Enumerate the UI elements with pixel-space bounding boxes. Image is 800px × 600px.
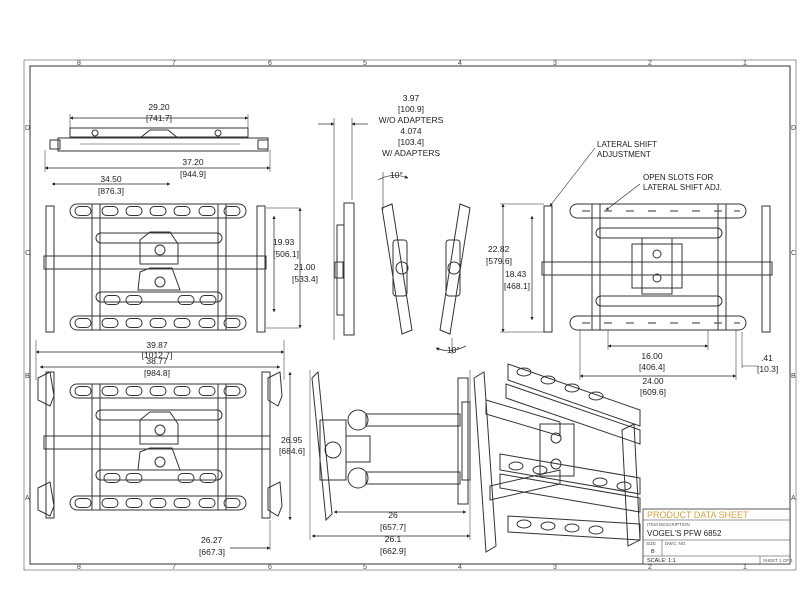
dim-depth-no-adapters-mm: [100.9] [398, 104, 424, 114]
zone-col: 5 [363, 60, 367, 67]
note-open-slots-2: LATERAL SHIFT ADJ. [643, 183, 722, 192]
dim-lateral-rail-mm: [468.1] [504, 281, 530, 291]
side-view-extended-dims: 26.95 [684.6] 26 [657.7] 26.1 [662.9] [279, 371, 471, 556]
dim-max-width-mm: [1012.7] [142, 350, 173, 360]
front-view-extended-dims: 39.87 [1012.7] 38.77 [984.8] 26.27 [667.… [35, 340, 285, 557]
note-lateral-shift: LATERAL SHIFT [597, 140, 657, 149]
dim-overall-width: 37.20 [182, 157, 204, 167]
front-view-lateral-dims: 22.82 [579.6] 18.43 [468.1] 16.00 [406.4… [486, 203, 778, 397]
side-view-extended [309, 370, 471, 540]
side-profile-tilt-up [377, 172, 413, 335]
dim-rail-height-mm: [506.1] [273, 249, 299, 259]
dim-extended-height-mm: [684.6] [279, 446, 305, 456]
dim-offset-mm: [667.3] [199, 547, 225, 557]
zone-row: D [791, 125, 796, 132]
zone-col: 2 [648, 60, 652, 67]
title-block: PRODUCT DATA SHEET ITEM DESCRIPTION VOGE… [642, 508, 793, 565]
dim-half-width: 34.50 [100, 174, 122, 184]
isometric-view [473, 363, 641, 553]
tilt-angle-down: 10° [447, 345, 460, 355]
dim-extension: 26 [388, 510, 398, 520]
top-view [49, 127, 269, 152]
title-block-scale: SCALE: 1:1 [647, 558, 676, 564]
dim-depth-adapters-note: W/ ADAPTERS [382, 148, 440, 158]
zone-col: 6 [268, 60, 272, 67]
zone-col: 8 [77, 564, 81, 571]
front-view-main-dims: 19.93 [506.1] 21.00 [533.4] [266, 207, 318, 329]
title-block-description: VOGEL'S PFW 6852 [647, 529, 722, 538]
zone-row: A [791, 495, 796, 502]
dim-adapter-width-mm: [984.8] [144, 368, 170, 378]
title-block-size-value: B [651, 549, 655, 555]
dim-width-rails-mm: [741.7] [146, 113, 172, 123]
zone-col: 3 [553, 60, 557, 67]
dim-half-width-mm: [876.3] [98, 186, 124, 196]
zone-col: 4 [458, 60, 462, 67]
dim-slot: .41 [761, 353, 773, 363]
zone-col: 1 [743, 60, 747, 67]
dim-max-extension-mm: [662.9] [380, 546, 406, 556]
dim-vesa-16: 16.00 [641, 351, 663, 361]
title-block-desc-label: ITEM DESCRIPTION [647, 522, 690, 527]
front-view-extended [37, 371, 283, 519]
zone-col: 2 [648, 564, 652, 571]
zone-col: 5 [363, 564, 367, 571]
zone-col: 6 [268, 564, 272, 571]
dim-vesa-24-mm: [609.6] [640, 387, 666, 397]
dim-max-extension: 26.1 [385, 534, 402, 544]
dim-overall-height-mm: [533.4] [292, 274, 318, 284]
dim-lateral-height: 22.82 [488, 244, 510, 254]
dim-extended-height: 26.95 [281, 435, 303, 445]
title-block-title: PRODUCT DATA SHEET [647, 510, 749, 520]
dim-depth-no-adapters-note: W/O ADAPTERS [379, 115, 444, 125]
side-profile-tilt-down [435, 203, 471, 354]
dim-depth-no-adapters: 3.97 [403, 93, 420, 103]
note-lateral-shift-2: ADJUSTMENT [597, 150, 651, 159]
zone-col: 1 [743, 564, 747, 571]
title-block-size-label: SIZE [646, 541, 656, 546]
dim-depth-adapters-mm: [103.4] [398, 137, 424, 147]
dim-depth-adapters: 4.074 [400, 126, 422, 136]
dim-lateral-rail: 18.43 [505, 269, 527, 279]
front-view-lateral [541, 203, 773, 333]
dim-vesa-16-mm: [406.4] [639, 362, 665, 372]
front-view-main [43, 203, 267, 333]
front-view-lateral-slots [582, 210, 740, 324]
top-view-dims: 29.20 [741.7] 37.20 [944.9] 34.50 [876.3… [44, 102, 271, 196]
zone-col: 7 [172, 60, 176, 67]
side-profile-flat [333, 118, 355, 340]
front-view-lateral-notes: LATERAL SHIFT ADJUSTMENT OPEN SLOTS FOR … [549, 140, 722, 211]
zone-row: A [25, 495, 30, 502]
dim-rail-height: 19.93 [273, 237, 295, 247]
note-open-slots: OPEN SLOTS FOR [643, 173, 713, 182]
zone-row: D [25, 125, 30, 132]
tilt-angle-up: 10° [390, 170, 403, 180]
dim-overall-width-mm: [944.9] [180, 169, 206, 179]
dim-lateral-height-mm: [579.6] [486, 256, 512, 266]
zone-row: B [791, 373, 796, 380]
zone-row: C [25, 250, 30, 257]
dim-offset: 26.27 [201, 535, 223, 545]
dim-max-width: 39.87 [146, 340, 168, 350]
dim-extension-mm: [657.7] [380, 522, 406, 532]
dim-width-rails: 29.20 [148, 102, 170, 112]
zone-col: 7 [172, 564, 176, 571]
dim-overall-height: 21.00 [294, 262, 316, 272]
title-block-sheet: SHEET 1 OF 1 [763, 558, 793, 563]
zone-labels: 8 7 6 5 4 3 2 1 8 7 6 5 4 3 2 1 D C B A … [25, 60, 796, 571]
depth-dims: 3.97 [100.9] W/O ADAPTERS 4.074 [103.4] … [318, 93, 460, 355]
zone-col: 3 [553, 564, 557, 571]
title-block-dwg-label: DWG. NO. [665, 541, 687, 546]
drawing-border [23, 59, 797, 571]
dim-adapter-width: 38.77 [146, 356, 168, 366]
zone-row: C [791, 250, 796, 257]
dim-vesa-24: 24.00 [642, 376, 664, 386]
zone-col: 4 [458, 564, 462, 571]
dim-slot-mm: [10.3] [757, 364, 778, 374]
zone-col: 8 [77, 60, 81, 67]
zone-row: B [25, 373, 30, 380]
